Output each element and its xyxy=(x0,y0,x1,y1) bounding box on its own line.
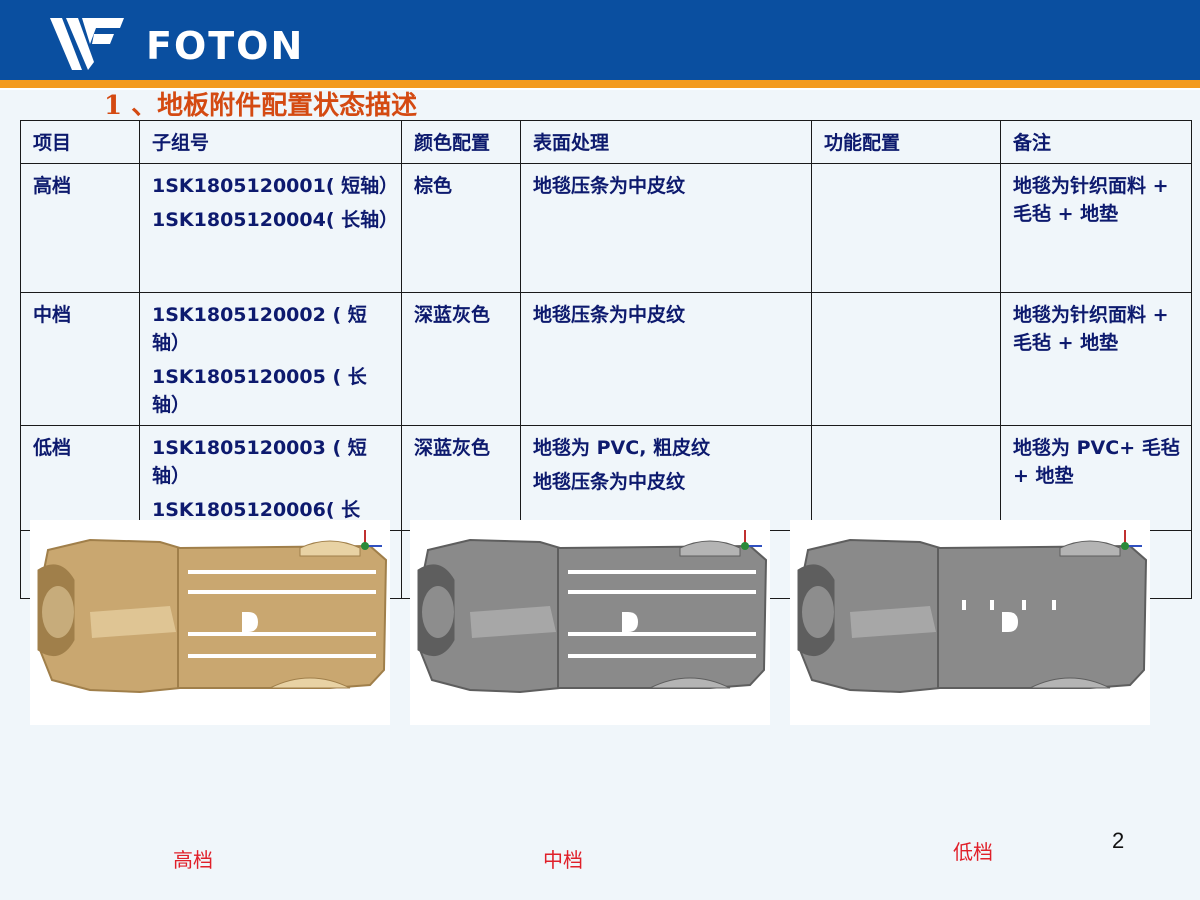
column-header-surface: 表面处理 xyxy=(520,120,812,164)
cell-color: 深蓝灰色 xyxy=(401,292,521,426)
column-header-part-number: 子组号 xyxy=(139,120,402,164)
header-orange-stripe xyxy=(0,80,1200,90)
surface-text: 地毯为 PVC, 粗皮纹 xyxy=(533,437,711,459)
cell-surface: 地毯压条为中皮纹 xyxy=(520,292,812,426)
surface-text: 地毯压条为中皮纹 xyxy=(533,471,686,493)
foton-logo-icon xyxy=(50,18,124,70)
cell-part-number: 1SK1805120002 ( 短轴） 1SK1805120005 ( 长轴） xyxy=(139,292,402,426)
floor-carpet-drawing xyxy=(417,530,768,694)
cell-part-number: 1SK1805120003 ( 短轴） 1SK1805120006( 长 xyxy=(139,425,402,531)
column-header-function: 功能配置 xyxy=(811,120,1001,164)
floor-carpet-image-low xyxy=(790,520,1150,725)
figure-caption: 高档 xyxy=(173,848,213,872)
surface-text: 地毯压条为中皮纹 xyxy=(533,175,686,197)
cell-remark: 地毯为 PVC+ 毛毡 + 地垫 xyxy=(1000,425,1192,531)
part-number: 1SK1805120001( 短轴） xyxy=(152,175,399,197)
page-number: 2 xyxy=(1112,828,1125,853)
part-number: 1SK1805120004( 长轴） xyxy=(152,209,399,231)
floor-carpet-image-high xyxy=(30,520,390,725)
cell-surface: 地毯压条为中皮纹 xyxy=(520,163,812,293)
column-header-remark: 备注 xyxy=(1000,120,1192,164)
table-row: 高档 1SK1805120001( 短轴） 1SK1805120004( 长轴）… xyxy=(20,163,1192,293)
figure-caption: 低档 xyxy=(953,840,993,864)
floor-carpet-drawing xyxy=(37,530,388,694)
cell-remark: 地毯为针织面料 + 毛毡 + 地垫 xyxy=(1000,292,1192,426)
column-header-item: 项目 xyxy=(20,120,140,164)
header-bar xyxy=(0,0,1200,80)
column-header-color: 颜色配置 xyxy=(401,120,521,164)
surface-text: 地毯压条为中皮纹 xyxy=(533,304,686,326)
part-number: 1SK1805120006( 长 xyxy=(152,499,361,521)
header-white-stripe xyxy=(0,88,1200,90)
cell-color: 棕色 xyxy=(401,163,521,293)
table-header-row: 项目 子组号 颜色配置 表面处理 功能配置 备注 xyxy=(20,120,1192,164)
part-number: 1SK1805120005 ( 长轴） xyxy=(152,366,367,416)
cell-part-number: 1SK1805120001( 短轴） 1SK1805120004( 长轴） xyxy=(139,163,402,293)
slide-title: 1 、地板附件配置状态描述 xyxy=(104,91,418,121)
table-row: 中档 1SK1805120002 ( 短轴） 1SK1805120005 ( 长… xyxy=(20,292,1192,426)
cell-function xyxy=(811,292,1001,426)
cell-remark: 地毯为针织面料 + 毛毡 + 地垫 xyxy=(1000,163,1192,293)
figure-caption: 中档 xyxy=(543,848,583,872)
cell-item: 低档 xyxy=(20,425,140,531)
cell-color: 深蓝灰色 xyxy=(401,425,521,531)
brand-name: FOTON xyxy=(146,24,305,68)
floor-carpet-drawing xyxy=(797,530,1148,694)
floor-carpet-image-mid xyxy=(410,520,770,725)
table-row: 低档 1SK1805120003 ( 短轴） 1SK1805120006( 长 … xyxy=(20,425,1192,531)
part-number: 1SK1805120003 ( 短轴） xyxy=(152,437,367,487)
cell-item: 高档 xyxy=(20,163,140,293)
cell-item: 中档 xyxy=(20,292,140,426)
part-number: 1SK1805120002 ( 短轴） xyxy=(152,304,367,354)
cell-surface: 地毯为 PVC, 粗皮纹 地毯压条为中皮纹 xyxy=(520,425,812,531)
cell-function xyxy=(811,425,1001,531)
cell-function xyxy=(811,163,1001,293)
